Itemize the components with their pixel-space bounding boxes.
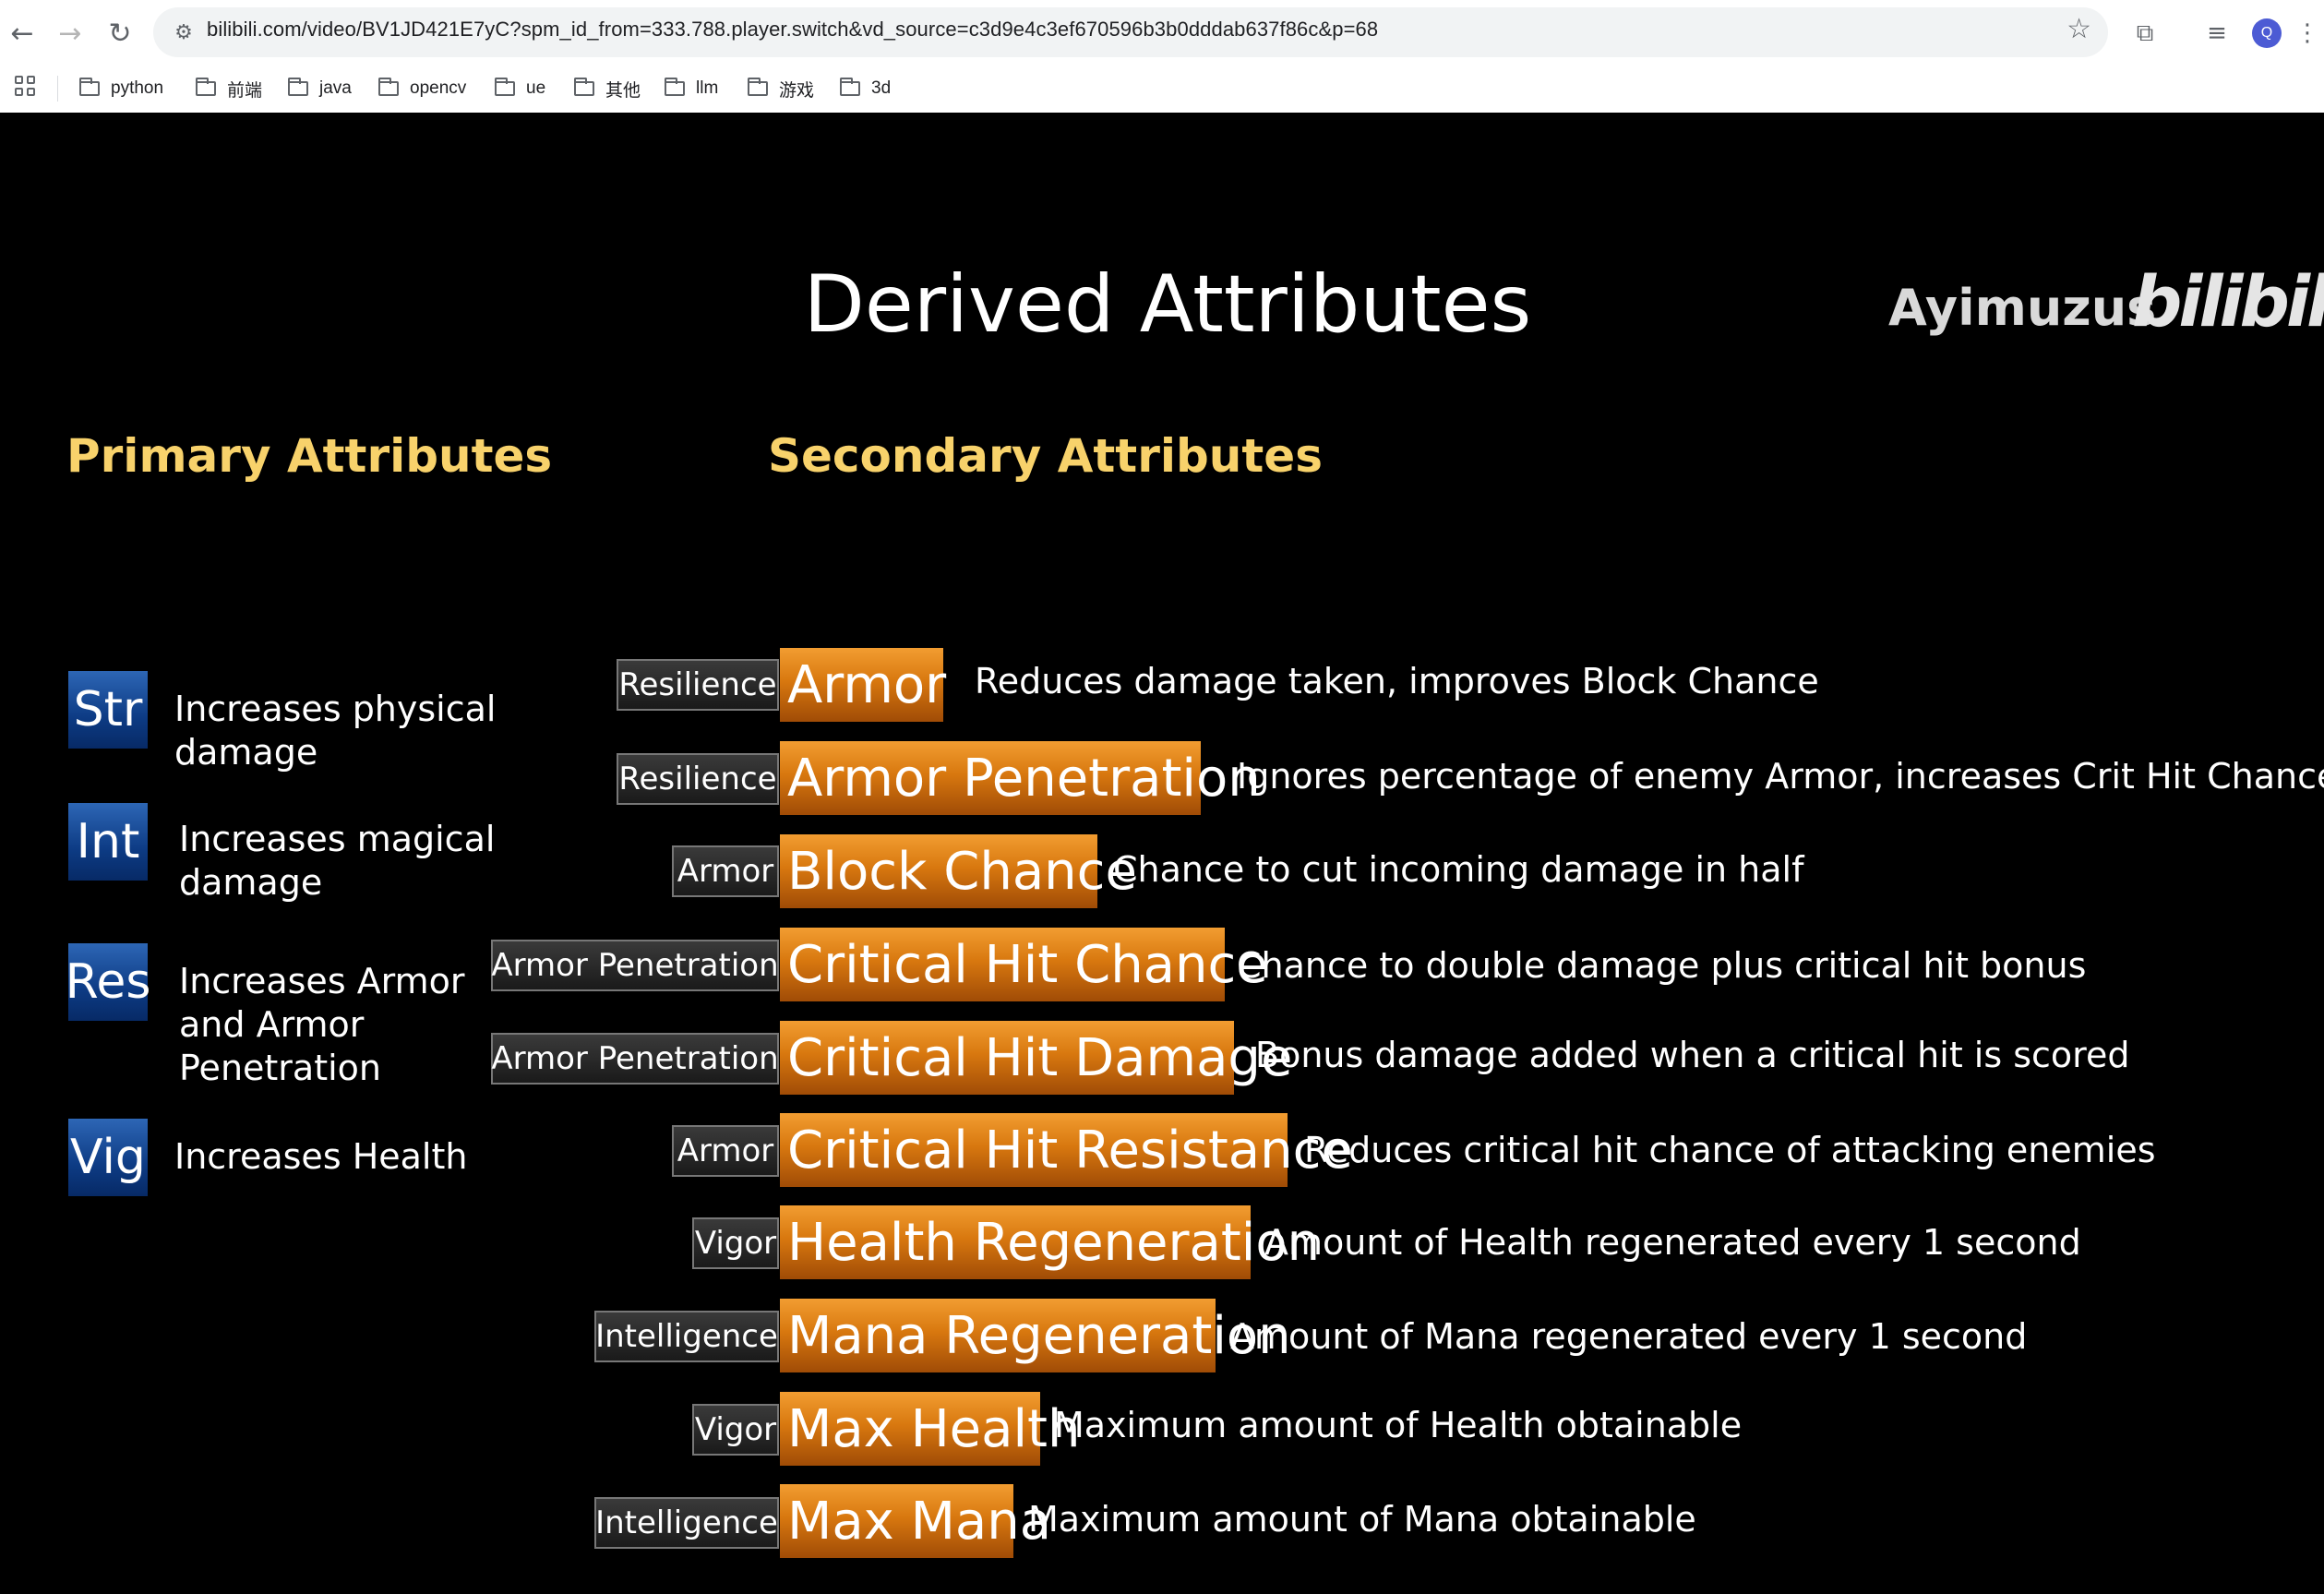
bilibili-logo: bilibili bbox=[2132, 260, 2324, 342]
bookmark-python[interactable]: python bbox=[79, 74, 163, 103]
media-control-icon[interactable]: ≡ bbox=[2207, 19, 2227, 47]
folder-icon bbox=[196, 78, 216, 96]
folder-icon bbox=[378, 78, 399, 96]
attribute-block-chance: Block Chance bbox=[780, 834, 1137, 908]
bookmark-games[interactable]: 游戏 bbox=[748, 74, 814, 103]
vig-description: Increases Health bbox=[174, 1136, 468, 1177]
bookmarks-bar: python 前端 java opencv ue 其他 llm 游戏 3d bbox=[0, 66, 2324, 113]
apps-grid-icon[interactable] bbox=[13, 74, 41, 102]
bookmark-java[interactable]: java bbox=[288, 74, 352, 103]
attribute-description: Amount of Mana regenerated every 1 secon… bbox=[1230, 1316, 2028, 1357]
more-menu-icon[interactable]: ⋮ bbox=[2295, 19, 2319, 47]
source-chip: Vigor bbox=[692, 1217, 779, 1269]
source-chip: Resilience bbox=[617, 753, 779, 805]
attribute-critical-hit-damage: Critical Hit Damage bbox=[780, 1021, 1292, 1095]
attribute-critical-hit-chance: Critical Hit Chance bbox=[780, 928, 1268, 1001]
source-chip: Armor Penetration bbox=[491, 1033, 779, 1085]
browser-chrome: ← → ↻ ⚙ bilibili.com/video/BV1JD421E7yC?… bbox=[0, 0, 2324, 113]
secondary-attributes-heading: Secondary Attributes bbox=[768, 429, 1323, 483]
attribute-description: Amount of Health regenerated every 1 sec… bbox=[1264, 1222, 2081, 1263]
attribute-description: Ignores percentage of enemy Armor, incre… bbox=[1237, 756, 2324, 797]
avatar-letter: Q bbox=[2260, 25, 2273, 41]
back-button[interactable]: ← bbox=[2, 13, 42, 54]
attribute-description: Maximum amount of Health obtainable bbox=[1054, 1405, 1743, 1445]
bookmark-star-icon[interactable]: ☆ bbox=[2066, 13, 2091, 45]
bookmark-label: 其他 bbox=[605, 80, 641, 101]
attribute-max-mana: Max Mana bbox=[780, 1484, 1051, 1558]
folder-icon bbox=[574, 78, 594, 96]
folder-icon bbox=[665, 78, 685, 96]
source-chip: Intelligence bbox=[594, 1311, 779, 1362]
bookmark-label: java bbox=[319, 78, 352, 98]
bookmark-ue[interactable]: ue bbox=[495, 74, 545, 103]
site-settings-icon[interactable]: ⚙ bbox=[174, 20, 193, 44]
attribute-critical-hit-resistance: Critical Hit Resistance bbox=[780, 1113, 1353, 1187]
bookmark-label: opencv bbox=[410, 78, 467, 98]
bookmarks-divider bbox=[57, 76, 58, 102]
primary-attributes-heading: Primary Attributes bbox=[66, 429, 553, 483]
bookmark-3d[interactable]: 3d bbox=[840, 74, 891, 103]
url-text[interactable]: bilibili.com/video/BV1JD421E7yC?spm_id_f… bbox=[207, 18, 1379, 41]
int-description: Increases magical damage bbox=[179, 819, 496, 903]
attribute-description: Maximum amount of Mana obtainable bbox=[1028, 1499, 1696, 1540]
folder-icon bbox=[79, 78, 100, 96]
bookmark-llm[interactable]: llm bbox=[665, 74, 718, 103]
folder-icon bbox=[840, 78, 860, 96]
attribute-health-regeneration: Health Regeneration bbox=[780, 1205, 1320, 1279]
bookmark-label: 3d bbox=[871, 78, 892, 98]
forward-button[interactable]: → bbox=[50, 13, 90, 54]
bookmark-label: ue bbox=[526, 78, 546, 98]
reload-icon: ↻ bbox=[108, 17, 132, 50]
folder-icon bbox=[748, 78, 768, 96]
bookmark-label: 游戏 bbox=[779, 80, 815, 101]
watermark-username: Ayimuzus bbox=[1888, 279, 2157, 337]
attribute-armor-penetration: Armor Penetration bbox=[780, 741, 1261, 815]
attribute-description: Reduces critical hit chance of attacking… bbox=[1304, 1130, 2156, 1170]
source-chip: Intelligence bbox=[594, 1497, 779, 1549]
attribute-description: Reduces damage taken, improves Block Cha… bbox=[975, 661, 1819, 701]
res-description: Increases Armor and Armor Penetration bbox=[179, 961, 465, 1088]
source-chip: Armor Penetration bbox=[491, 940, 779, 991]
int-badge: Int bbox=[68, 803, 148, 881]
bookmark-opencv[interactable]: opencv bbox=[378, 74, 466, 103]
str-description: Increases physical damage bbox=[174, 689, 497, 773]
bookmark-label: 前端 bbox=[227, 80, 263, 101]
source-chip: Armor bbox=[672, 1125, 779, 1177]
source-chip: Resilience bbox=[617, 659, 779, 711]
folder-icon bbox=[288, 78, 308, 96]
arrow-left-icon: ← bbox=[10, 17, 34, 50]
profile-avatar[interactable]: Q bbox=[2252, 18, 2282, 48]
str-badge: Str bbox=[68, 671, 148, 749]
folder-icon bbox=[495, 78, 515, 96]
source-chip: Armor bbox=[672, 845, 779, 897]
attribute-description: Chance to cut incoming damage in half bbox=[1113, 849, 1804, 890]
source-chip: Vigor bbox=[692, 1404, 779, 1456]
arrow-right-icon: → bbox=[58, 17, 82, 50]
res-badge: Res bbox=[66, 943, 150, 1021]
reload-button[interactable]: ↻ bbox=[100, 13, 140, 54]
attribute-description: Chance to double damage plus critical hi… bbox=[1237, 945, 2087, 986]
slide-title: Derived Attributes bbox=[803, 258, 1532, 351]
bookmark-label: llm bbox=[696, 78, 719, 98]
bookmark-other[interactable]: 其他 bbox=[574, 74, 641, 103]
attribute-description: Bonus damage added when a critical hit i… bbox=[1255, 1035, 2130, 1075]
bookmark-frontend[interactable]: 前端 bbox=[196, 74, 262, 103]
address-bar[interactable]: ⚙ bilibili.com/video/BV1JD421E7yC?spm_id… bbox=[153, 7, 2108, 57]
attribute-max-health: Max Health bbox=[780, 1392, 1080, 1466]
attribute-mana-regeneration: Mana Regeneration bbox=[780, 1299, 1291, 1372]
bookmark-label: python bbox=[111, 78, 164, 98]
vig-badge: Vig bbox=[68, 1119, 148, 1196]
attribute-armor: Armor bbox=[780, 648, 946, 722]
extensions-icon[interactable]: ⧉ bbox=[2136, 18, 2154, 47]
